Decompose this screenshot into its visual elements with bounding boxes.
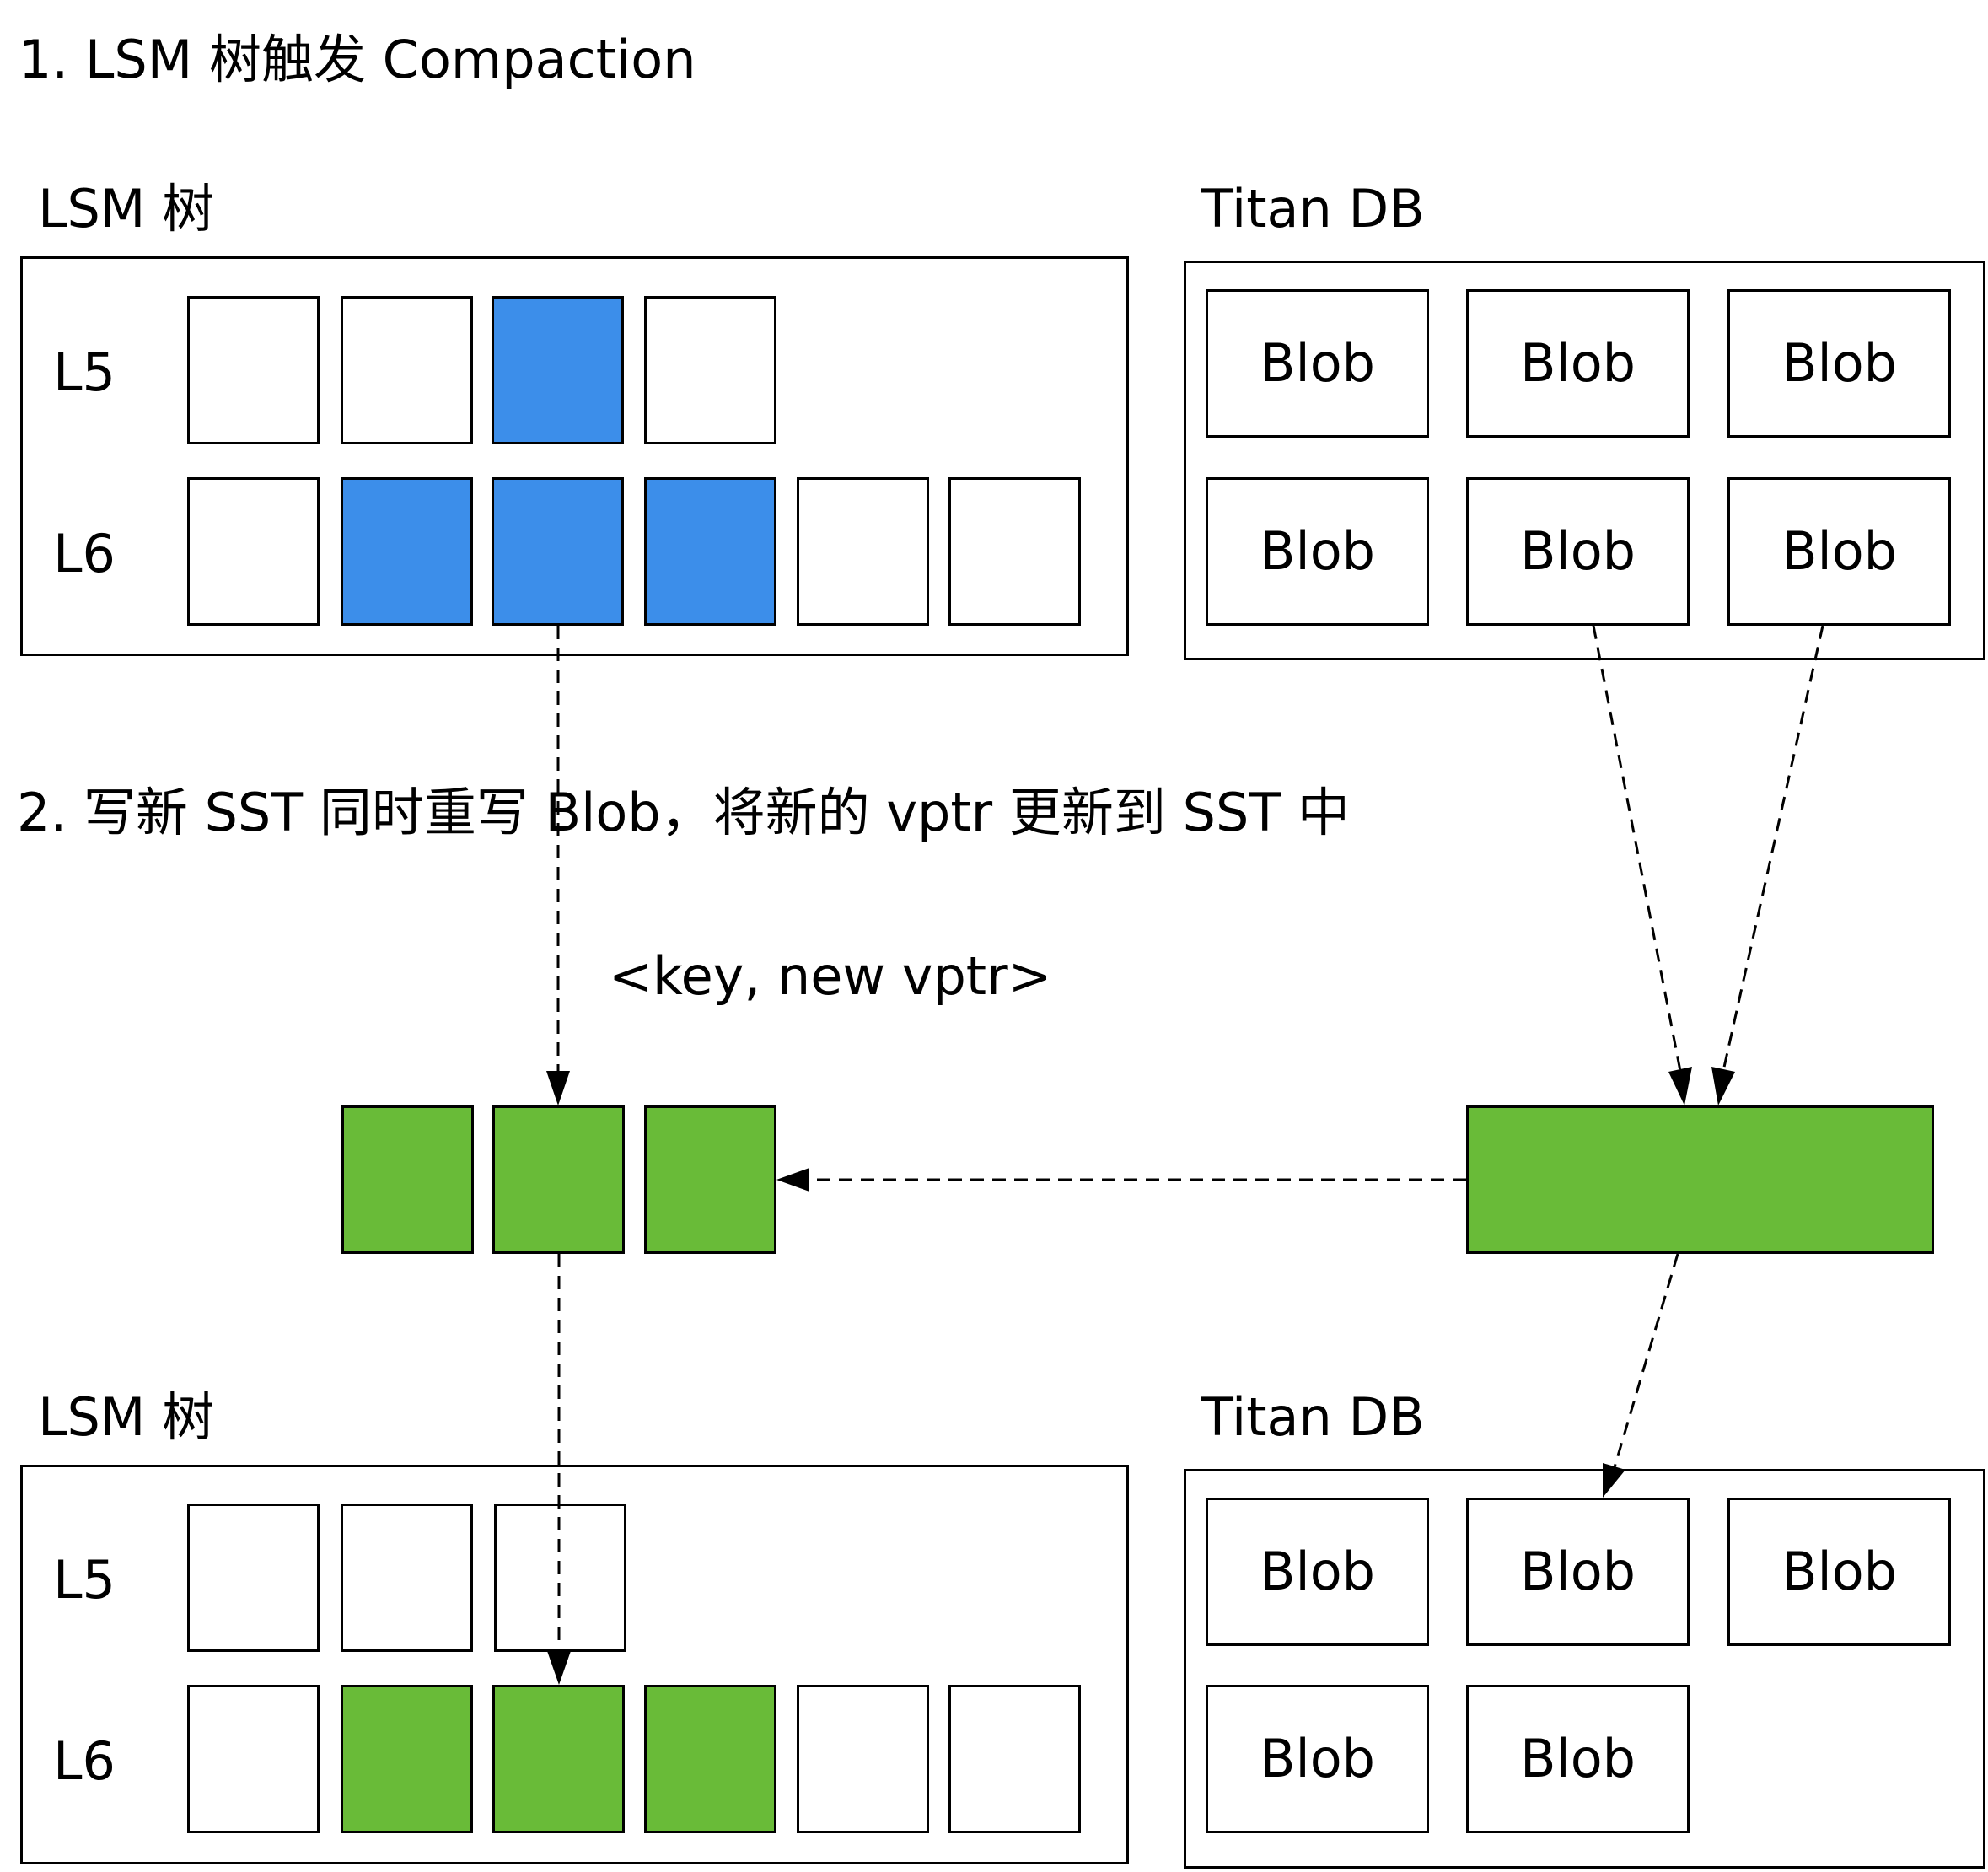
bottom-l6-sst-new bbox=[644, 1685, 776, 1833]
top-l6-sst-selected bbox=[492, 477, 624, 626]
arrow-blob-to-new-blob-left bbox=[1592, 625, 1682, 1072]
top-level-label-l6: L6 bbox=[53, 523, 116, 584]
bottom-blob-file: Blob bbox=[1206, 1498, 1429, 1646]
top-l5-sst-selected bbox=[492, 296, 624, 444]
bottom-l5-sst bbox=[341, 1504, 473, 1652]
top-blob-file: Blob bbox=[1206, 477, 1429, 626]
bottom-blob-file: Blob bbox=[1206, 1685, 1429, 1833]
bottom-l6-sst bbox=[797, 1685, 929, 1833]
top-l5-sst bbox=[644, 296, 776, 444]
bottom-blob-file: Blob bbox=[1727, 1498, 1951, 1646]
top-blob-file: Blob bbox=[1206, 289, 1429, 438]
bottom-blob-file-new: Blob bbox=[1466, 1498, 1690, 1646]
step-2-heading: 2. 写新 SST 同时重写 Blob，将新的 vptr 更新到 SST 中 bbox=[17, 782, 1350, 843]
bottom-l6-sst-new bbox=[341, 1685, 473, 1833]
top-level-label-l5: L5 bbox=[53, 342, 116, 403]
bottom-level-label-l5: L5 bbox=[53, 1549, 116, 1611]
bottom-blob-file: Blob bbox=[1466, 1685, 1690, 1833]
step-1-heading: 1. LSM 树触发 Compaction bbox=[19, 29, 696, 90]
bottom-l6-sst bbox=[187, 1685, 320, 1833]
bottom-l6-sst-new bbox=[492, 1685, 625, 1833]
bottom-titan-db-title: Titan DB bbox=[1201, 1386, 1425, 1448]
arrowhead bbox=[1711, 1067, 1735, 1105]
top-blob-file: Blob bbox=[1727, 289, 1951, 438]
top-l6-sst bbox=[948, 477, 1081, 626]
top-blob-file-selected: Blob bbox=[1466, 477, 1690, 626]
new-blob-file bbox=[1466, 1105, 1934, 1254]
top-titan-db-title: Titan DB bbox=[1201, 178, 1425, 239]
new-sst bbox=[644, 1105, 776, 1254]
new-sst bbox=[492, 1105, 625, 1254]
top-blob-file-selected: Blob bbox=[1727, 477, 1951, 626]
top-l6-sst-selected bbox=[341, 477, 473, 626]
top-l6-sst bbox=[797, 477, 929, 626]
bottom-l5-sst bbox=[187, 1504, 320, 1652]
bottom-lsm-tree-title: LSM 树 bbox=[38, 1386, 215, 1448]
new-sst bbox=[341, 1105, 474, 1254]
arrowhead bbox=[776, 1168, 809, 1192]
top-l6-sst-selected bbox=[644, 477, 776, 626]
bottom-level-label-l6: L6 bbox=[53, 1730, 116, 1792]
key-new-vptr-label: <key, new vptr> bbox=[609, 945, 1052, 1007]
top-blob-file: Blob bbox=[1466, 289, 1690, 438]
arrowhead bbox=[546, 1071, 570, 1105]
arrow-new-blob-to-bottom-blob bbox=[1613, 1253, 1679, 1468]
arrowhead bbox=[1603, 1463, 1625, 1498]
top-lsm-tree-title: LSM 树 bbox=[38, 178, 215, 239]
arrow-blob-to-new-blob-right bbox=[1722, 625, 1824, 1072]
top-l5-sst bbox=[341, 296, 473, 444]
arrowhead bbox=[547, 1651, 571, 1685]
top-l6-sst bbox=[187, 477, 320, 626]
bottom-l6-sst bbox=[948, 1685, 1081, 1833]
top-l5-sst bbox=[187, 296, 320, 444]
arrowhead bbox=[1668, 1067, 1692, 1105]
